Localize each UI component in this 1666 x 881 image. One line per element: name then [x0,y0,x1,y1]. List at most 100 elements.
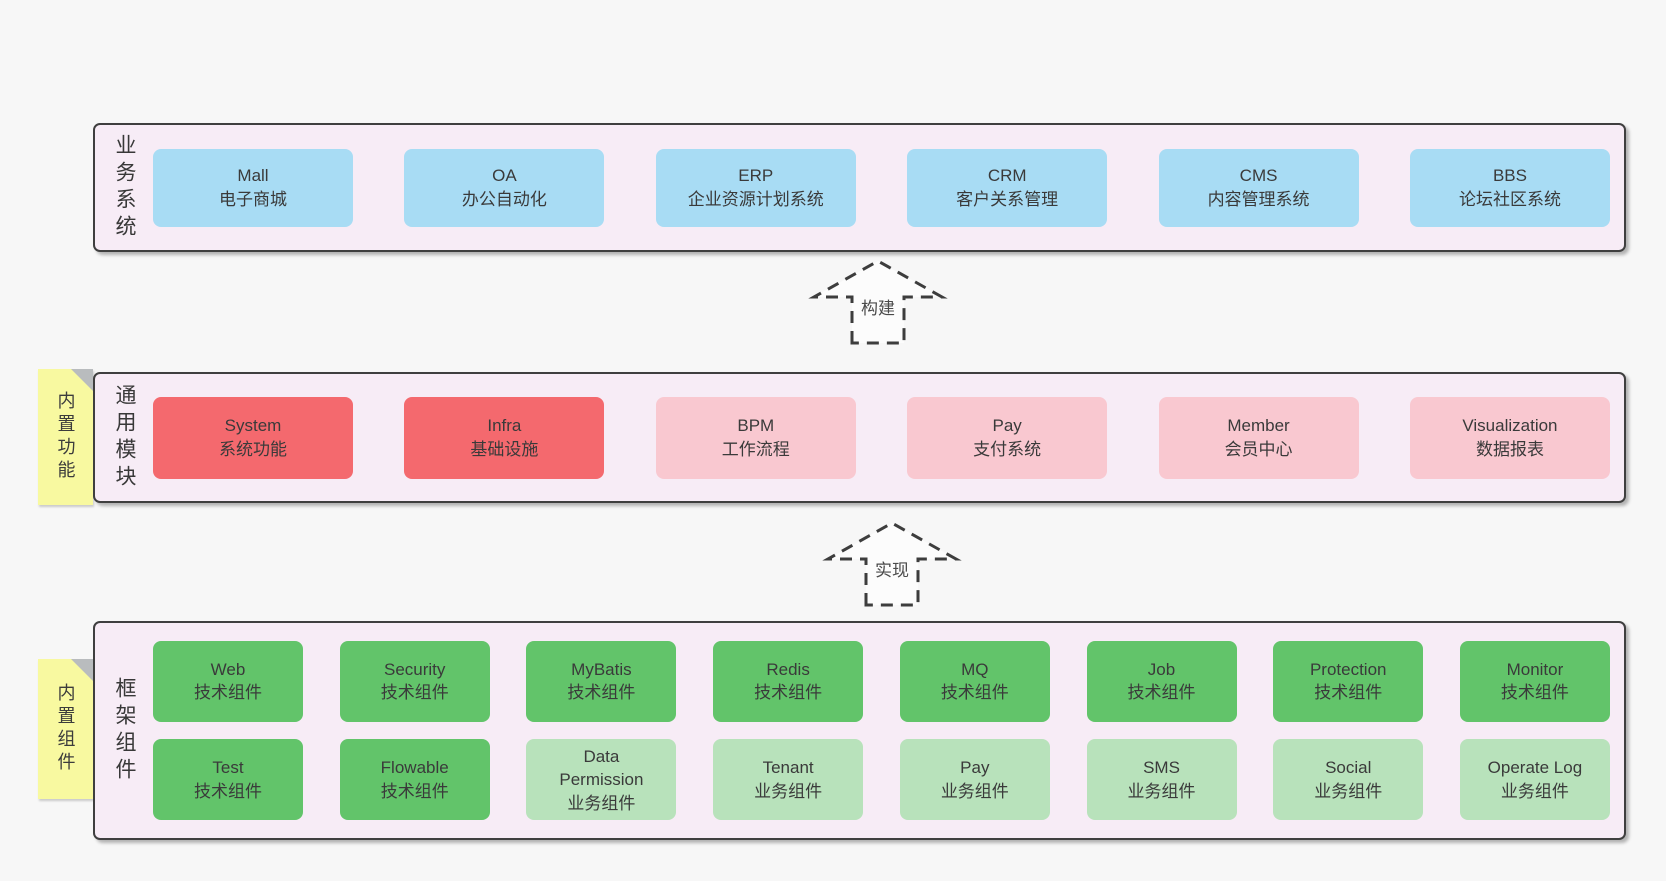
module-name: Pay [960,758,990,778]
module-subtitle: 技术组件 [380,683,449,703]
module-box: MyBatis 技术组件 [526,640,677,722]
folded-corner-icon [71,659,93,681]
module-name: BBS [1492,166,1527,186]
module-subtitle: 企业资源计划系统 [687,189,824,209]
module-box: ERP 企业资源计划系统 [655,148,856,227]
module-box: Monitor 技术组件 [1459,640,1610,722]
layer-framework-components-label: 框架组件 [113,676,136,785]
module-name: OA [492,166,517,186]
build-arrow: 构建 [808,259,948,345]
module-name: Operate Log [1487,758,1583,778]
module-box: Infra 基础设施 [404,396,605,479]
module-subtitle: 论坛社区系统 [1458,189,1561,209]
module-name: Monitor [1506,659,1564,679]
module-box: CMS 内容管理系统 [1158,148,1359,227]
module-box: System 系统功能 [153,396,353,479]
module-subtitle: 业务组件 [940,781,1009,801]
layer-common-modules: 通用模块 System 系统功能 Infra 基础设施 BPM 工作流程 Pay… [93,372,1626,503]
module-subtitle: 基础设施 [470,439,539,459]
module-box: Pay 业务组件 [899,739,1050,821]
layer-common-modules-label: 通用模块 [113,383,136,492]
layer-business-systems-label: 业务系统 [113,133,136,242]
module-name: Security [383,659,446,679]
tech-components-row: Web 技术组件 Security 技术组件 MyBatis 技术组件 Redi… [153,640,1610,722]
module-box: CRM 客户关系管理 [907,148,1108,227]
module-name: Tenant [762,758,814,778]
builtin-components-tab-label: 内置组件 [55,683,76,775]
implement-arrow-label: 实现 [875,561,909,580]
module-name: Data Permission [559,746,644,790]
module-name: BPM [737,416,775,436]
module-name: Redis [766,659,810,679]
module-name: MQ [961,659,989,679]
module-subtitle: 业务组件 [1127,781,1196,801]
module-name: Test [212,758,244,778]
module-subtitle: 内容管理系统 [1207,189,1310,209]
module-name: CMS [1239,166,1278,186]
module-subtitle: 技术组件 [1500,683,1569,703]
module-name: Infra [487,416,522,436]
builtin-components-tab: 内置组件 [38,659,93,799]
common-modules-row: System 系统功能 Infra 基础设施 BPM 工作流程 Pay 支付系统… [153,374,1624,501]
module-subtitle: 业务组件 [1314,781,1383,801]
module-box: Test 技术组件 [153,739,303,821]
module-subtitle: 技术组件 [380,781,449,801]
module-subtitle: 业务组件 [754,781,823,801]
module-name: MyBatis [571,659,632,679]
module-box: Security 技术组件 [339,640,490,722]
implement-arrow: 实现 [822,521,962,607]
module-subtitle: 技术组件 [1314,683,1383,703]
module-subtitle: 系统功能 [219,439,287,459]
framework-components-rows: Web 技术组件 Security 技术组件 MyBatis 技术组件 Redi… [153,623,1624,838]
module-box: OA 办公自动化 [404,148,605,227]
module-name: Web [210,659,246,679]
module-subtitle: 电子商城 [219,189,287,209]
module-subtitle: 办公自动化 [461,189,547,209]
module-box: Protection 技术组件 [1273,640,1424,722]
module-box: Tenant 业务组件 [713,739,864,821]
module-subtitle: 技术组件 [567,683,636,703]
module-box: SMS 业务组件 [1086,739,1237,821]
module-subtitle: 技术组件 [1127,683,1196,703]
module-subtitle: 技术组件 [754,683,823,703]
module-box: Mall 电子商城 [153,148,353,227]
module-box: Visualization 数据报表 [1409,396,1610,479]
module-subtitle: 支付系统 [973,439,1042,459]
module-box: Data Permission 业务组件 [526,739,677,821]
module-name: SMS [1143,758,1180,778]
folded-corner-icon [71,369,93,391]
module-subtitle: 技术组件 [194,683,262,703]
module-box: Social 业务组件 [1273,739,1424,821]
build-arrow-shape [808,259,948,345]
module-name: Job [1147,659,1176,679]
module-name: Pay [992,416,1022,436]
module-subtitle: 数据报表 [1475,439,1544,459]
module-box: Redis 技术组件 [713,640,864,722]
module-box: MQ 技术组件 [899,640,1050,722]
biz-components-row: Test 技术组件 Flowable 技术组件 Data Permission … [153,739,1610,821]
module-box: Flowable 技术组件 [339,739,490,821]
module-box: Web 技术组件 [153,640,303,722]
module-box: Member 会员中心 [1158,396,1359,479]
build-arrow-label: 构建 [861,299,895,318]
module-name: CRM [987,166,1027,186]
module-name: Mall [237,166,269,186]
module-name: Visualization [1462,416,1558,436]
module-subtitle: 工作流程 [721,439,790,459]
module-box: Operate Log 业务组件 [1459,739,1610,821]
module-subtitle: 业务组件 [1500,781,1569,801]
implement-arrow-shape [822,521,962,607]
module-subtitle: 会员中心 [1224,439,1293,459]
layer-business-systems: 业务系统 Mall 电子商城 OA 办公自动化 ERP 企业资源计划系统 CRM… [93,123,1626,252]
business-systems-row: Mall 电子商城 OA 办公自动化 ERP 企业资源计划系统 CRM 客户关系… [153,125,1624,250]
module-subtitle: 业务组件 [567,793,636,813]
builtin-features-tab-label: 内置功能 [55,391,76,483]
module-name: Member [1227,416,1290,436]
module-name: Flowable [380,758,449,778]
module-name: Protection [1309,659,1387,679]
module-box: Job 技术组件 [1086,640,1237,722]
module-box: BPM 工作流程 [655,396,856,479]
module-subtitle: 技术组件 [940,683,1009,703]
layer-framework-components: 框架组件 Web 技术组件 Security 技术组件 MyBatis 技术组件… [93,621,1626,840]
